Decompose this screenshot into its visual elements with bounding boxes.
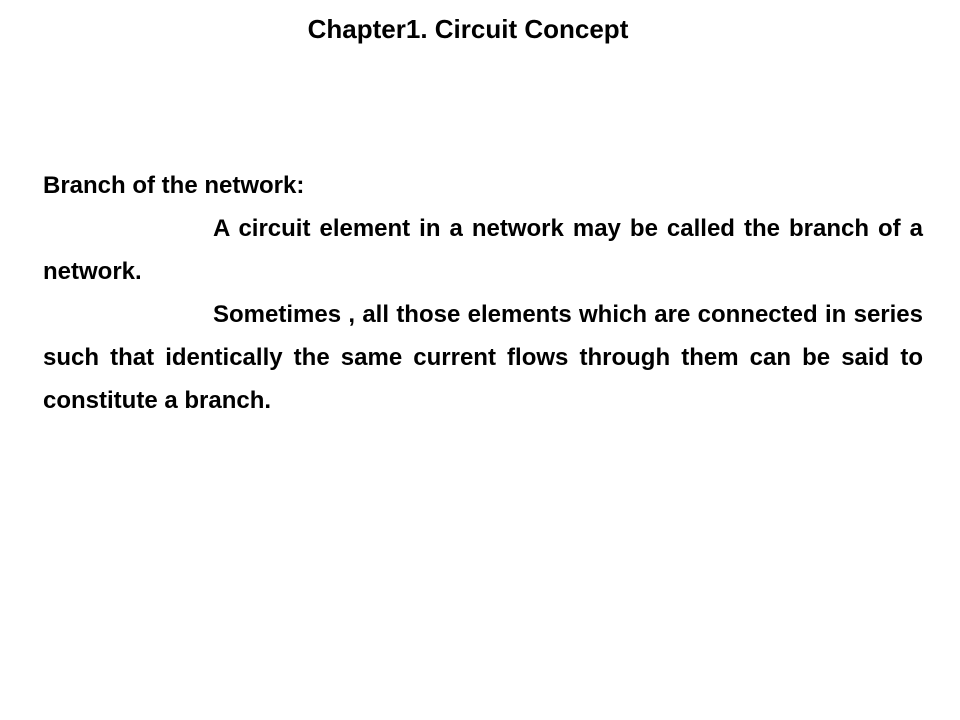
- slide-title: Chapter1. Circuit Concept: [307, 14, 629, 44]
- paragraph-definition: A circuit element in a network may be ca…: [43, 215, 923, 285]
- section-heading: Branch of the network:: [43, 172, 305, 199]
- slide-body: Branch of the network: A circuit element…: [43, 164, 923, 422]
- paragraph-series-elements: Sometimes , all those elements which are…: [43, 301, 923, 414]
